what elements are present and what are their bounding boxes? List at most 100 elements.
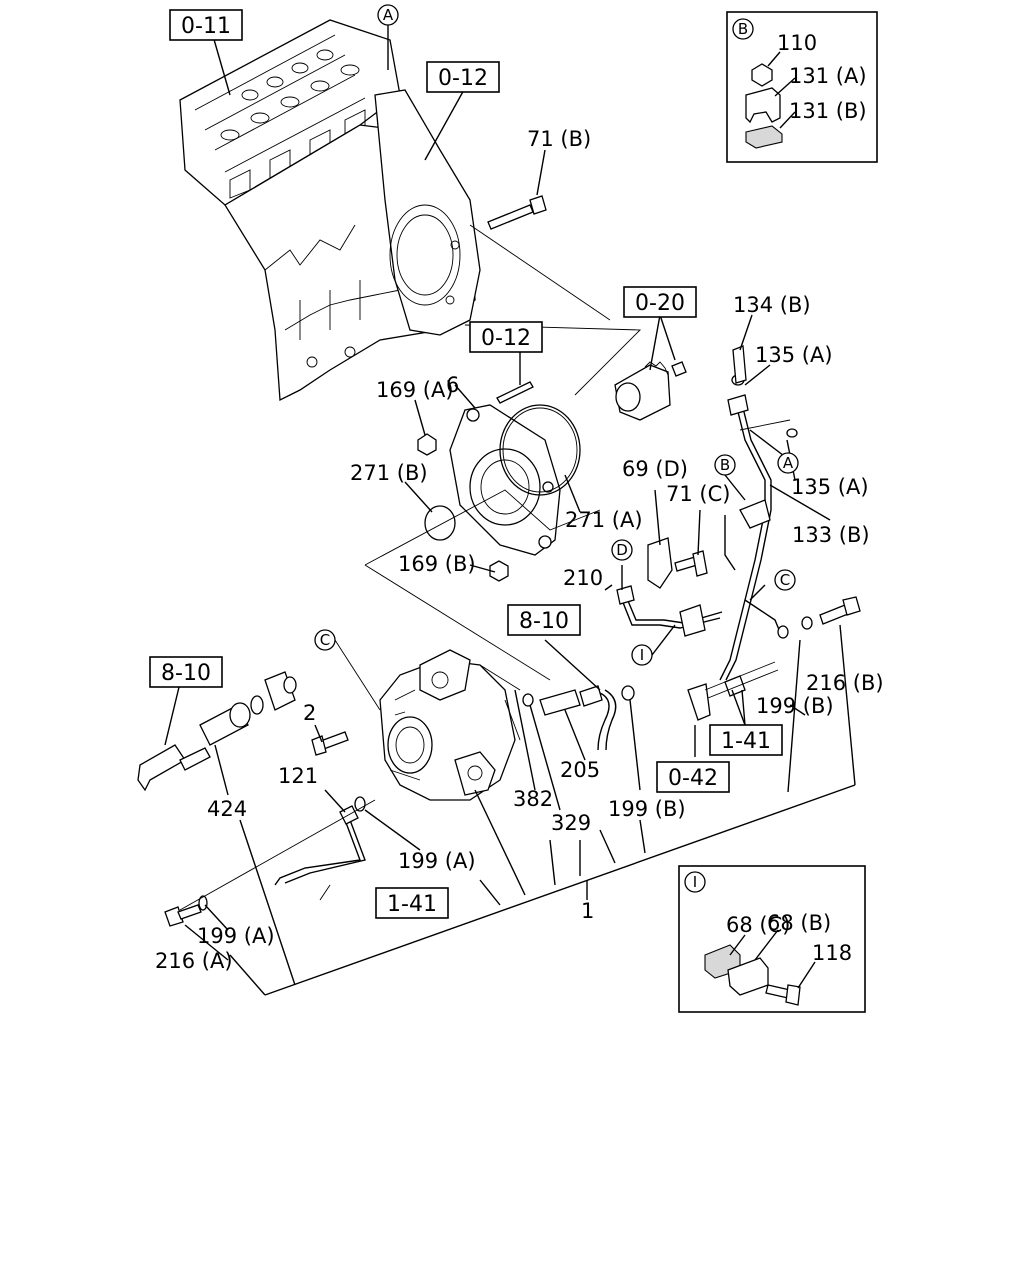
label-205: 205 — [560, 758, 600, 782]
callout-c-right: C — [774, 569, 796, 591]
sensor-bracket-042 — [687, 661, 779, 721]
label-131b: 131 (B) — [789, 99, 867, 123]
svg-text:A: A — [783, 454, 794, 472]
callout-a-right: A — [777, 452, 799, 474]
nut-110-icon — [751, 63, 773, 87]
detail-i-callout: I — [693, 873, 697, 891]
label-216b: 216 (B) — [806, 671, 884, 695]
label-69d: 69 (D) — [622, 457, 688, 481]
clamp-131a-icon — [745, 87, 781, 124]
label-382: 382 — [513, 787, 553, 811]
fuel-return-pipe — [719, 345, 798, 681]
label-271a: 271 (A) — [565, 508, 643, 532]
ref-box-1-41-right[interactable]: 1-41 — [709, 724, 783, 756]
label-68c: 68 (C) — [726, 913, 790, 937]
bolt-216a-icon — [164, 895, 208, 927]
svg-text:0-20: 0-20 — [635, 291, 685, 316]
timing-gear-case-plate — [374, 89, 481, 336]
label-199b-right: 199 (B) — [756, 694, 834, 718]
pump-solenoid-424 — [137, 702, 251, 792]
part-labels: 71 (B) 6 169 (A) 271 (B) 271 (A) 169 (B)… — [155, 127, 884, 973]
o-ring-271a — [499, 404, 581, 496]
nut-169a-icon — [417, 433, 437, 456]
pressure-sensor-205 — [539, 685, 617, 751]
ref-box-0-11[interactable]: 0-11 — [169, 9, 243, 41]
detail-box-b: B 110 131 (A) 131 (B) — [726, 11, 878, 163]
svg-text:1-41: 1-41 — [387, 892, 437, 917]
bracket-69d — [647, 537, 673, 589]
callout-d: D — [611, 539, 633, 561]
label-424: 424 — [207, 797, 247, 821]
ref-box-0-42[interactable]: 0-42 — [656, 761, 730, 793]
svg-text:0-42: 0-42 — [668, 766, 718, 791]
label-169b: 169 (B) — [398, 552, 476, 576]
callout-c-left: C — [314, 629, 336, 651]
svg-text:C: C — [780, 571, 790, 589]
label-135a-top: 135 (A) — [755, 343, 833, 367]
label-199a-mid: 199 (A) — [398, 849, 476, 873]
svg-text:8-10: 8-10 — [519, 609, 569, 634]
svg-text:0-12: 0-12 — [481, 326, 531, 351]
label-133b: 133 (B) — [792, 523, 870, 547]
leader-lines — [164, 24, 856, 996]
bolt-216b-icon — [819, 596, 861, 625]
pump-drive-gear — [614, 361, 687, 421]
label-121: 121 — [278, 764, 318, 788]
svg-text:0-12: 0-12 — [438, 66, 488, 91]
nut-169b-icon — [489, 560, 509, 582]
ref-box-0-12-top[interactable]: 0-12 — [426, 61, 500, 93]
label-169a: 169 (A) — [376, 378, 454, 402]
label-199a-low: 199 (A) — [197, 924, 275, 948]
label-118: 118 — [812, 941, 852, 965]
label-2: 2 — [303, 701, 316, 725]
label-135a-bot: 135 (A) — [791, 475, 869, 499]
washer-199b-mid-icon — [621, 685, 635, 701]
label-1: 1 — [581, 899, 594, 923]
ref-box-1-41-left[interactable]: 1-41 — [375, 887, 449, 919]
label-6: 6 — [446, 373, 459, 397]
o-ring-271b — [424, 505, 456, 541]
svg-text:0-11: 0-11 — [181, 14, 231, 39]
callout-a-top: A — [377, 4, 399, 26]
ref-box-8-10-left[interactable]: 8-10 — [149, 656, 223, 688]
label-210: 210 — [563, 566, 603, 590]
callout-i-main: I — [631, 644, 653, 666]
label-131a: 131 (A) — [789, 64, 867, 88]
injection-pump-body — [379, 649, 521, 801]
ref-box-0-12-mid[interactable]: 0-12 — [469, 321, 543, 353]
ref-box-8-10-mid[interactable]: 8-10 — [507, 604, 581, 636]
label-271b: 271 (B) — [350, 461, 428, 485]
svg-text:8-10: 8-10 — [161, 661, 211, 686]
svg-text:B: B — [720, 456, 730, 474]
svg-text:C: C — [320, 631, 330, 649]
detail-b-callout: B — [738, 20, 748, 38]
label-199b-mid: 199 (B) — [608, 797, 686, 821]
pipe-clip-b — [724, 499, 771, 571]
bolt-71b-icon — [487, 195, 547, 230]
detail-box-i: I 68 (C) 68 (B) 118 — [678, 865, 866, 1013]
ref-box-0-20[interactable]: 0-20 — [623, 286, 697, 318]
fuel-pipe-121 — [274, 796, 366, 886]
label-134b: 134 (B) — [733, 293, 811, 317]
label-71c: 71 (C) — [666, 482, 730, 506]
pipe-210 — [616, 585, 723, 637]
bolt-2-icon — [311, 731, 349, 756]
gasket-left — [250, 671, 297, 715]
leak-off-branch — [744, 599, 813, 639]
svg-text:D: D — [616, 541, 628, 559]
bolt-71c-icon — [674, 550, 708, 577]
label-329: 329 — [551, 811, 591, 835]
bolt-118-head-icon — [785, 984, 801, 1006]
clamp-131b-icon — [745, 125, 783, 149]
svg-text:A: A — [383, 6, 394, 24]
callout-b-right: B — [714, 454, 736, 476]
label-68b: 68 (B) — [767, 911, 831, 935]
svg-text:1-41: 1-41 — [721, 729, 771, 754]
svg-text:I: I — [640, 646, 644, 664]
washer-382-icon — [522, 693, 534, 707]
label-216a: 216 (A) — [155, 949, 233, 973]
label-71b: 71 (B) — [527, 127, 591, 151]
label-110: 110 — [777, 31, 817, 55]
stud-6-icon — [496, 381, 534, 404]
